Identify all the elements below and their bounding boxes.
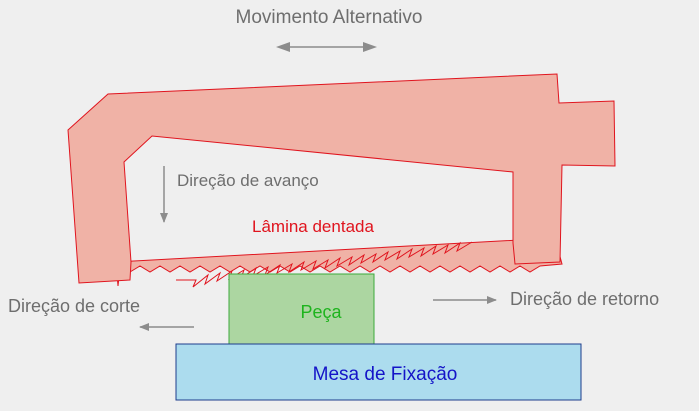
- table-label: Mesa de Fixação: [313, 364, 458, 385]
- fixing-table: [175, 343, 582, 401]
- saw-frame: [67, 73, 616, 284]
- cut-label: Direção de corte: [8, 296, 140, 316]
- return-label: Direção de retorno: [510, 289, 659, 309]
- feed-label: Direção de avanço: [177, 171, 319, 190]
- blade-label: Lâmina dentada: [252, 217, 374, 236]
- workpiece-label: Peça: [300, 302, 342, 322]
- motion-label: Movimento Alternativo: [236, 7, 423, 28]
- reciprocating-arrow: [276, 42, 377, 52]
